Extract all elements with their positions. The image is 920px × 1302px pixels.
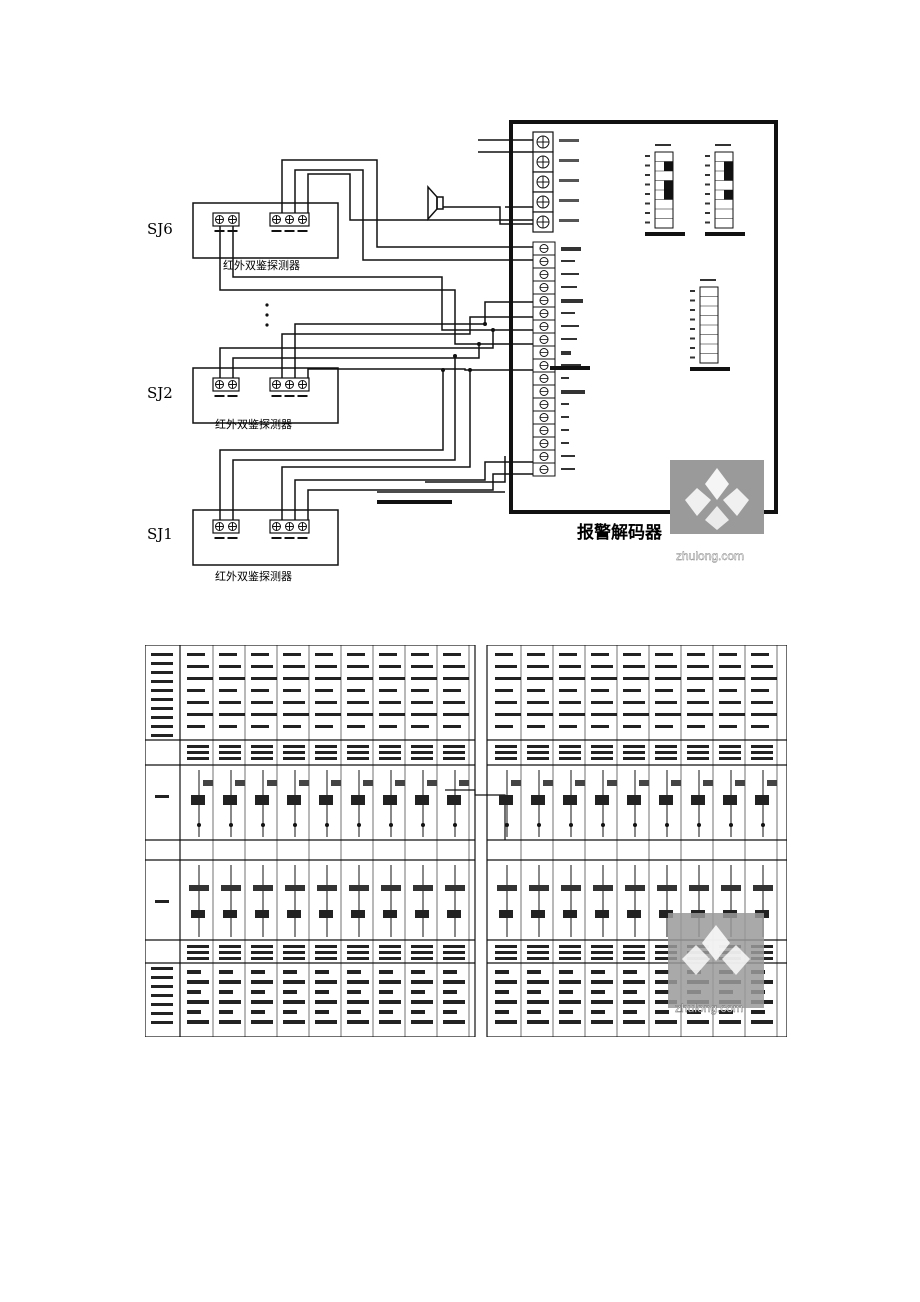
decoder-title: 报警解码器 xyxy=(577,522,663,543)
detector-label: SJ6 xyxy=(147,220,173,238)
detector-sj2: SJ2 红外双鉴探测器 xyxy=(147,367,339,431)
detector-label: SJ2 xyxy=(147,384,173,402)
dip-switch-block xyxy=(645,144,685,236)
detector-terminals xyxy=(212,212,310,232)
detector-caption: 红外双鉴探测器 xyxy=(215,570,292,583)
watermark-logo: zhulong.com xyxy=(668,913,764,1015)
decoder-terminal-block-upper xyxy=(532,131,579,233)
watermark-text: zhulong.com xyxy=(675,1001,743,1015)
detector-body xyxy=(192,367,339,424)
detector-sj1: SJ1 红外双鉴探测器 xyxy=(147,509,339,583)
alarm-decoder-wiring-diagram: SJ6 红外双鉴探测器 SJ2 红外双鉴探测器 SJ1 红外双鉴探测器 xyxy=(147,120,778,583)
watermark-text: zhulong.com xyxy=(676,549,744,563)
wiring xyxy=(219,139,533,530)
detector-caption: 红外双鉴探测器 xyxy=(223,259,300,272)
dip-switch-block xyxy=(690,279,730,371)
cable-marker xyxy=(377,500,452,504)
detector-sj6: SJ6 红外双鉴探测器 xyxy=(147,202,339,272)
decoder-terminal-block-lower xyxy=(532,241,590,477)
detector-label: SJ1 xyxy=(147,525,173,543)
watermark-logo: zhulong.com xyxy=(670,460,764,563)
detector-terminals xyxy=(212,519,310,539)
bus-tie-line xyxy=(445,789,506,840)
schematic-left-panel xyxy=(145,645,476,1037)
speaker-icon xyxy=(427,185,444,221)
junction-dots xyxy=(441,322,495,372)
detector-body xyxy=(192,509,339,566)
detector-body xyxy=(192,202,339,259)
schematic-columns xyxy=(151,645,778,1037)
detector-terminals xyxy=(212,377,310,397)
detector-caption: 红外双鉴探测器 xyxy=(215,418,292,431)
power-distribution-schematic: zhulong.com xyxy=(145,645,787,1037)
dip-switch-block xyxy=(705,144,745,236)
schematic-right-panel xyxy=(486,645,787,1037)
ellipsis-dots xyxy=(265,303,269,327)
